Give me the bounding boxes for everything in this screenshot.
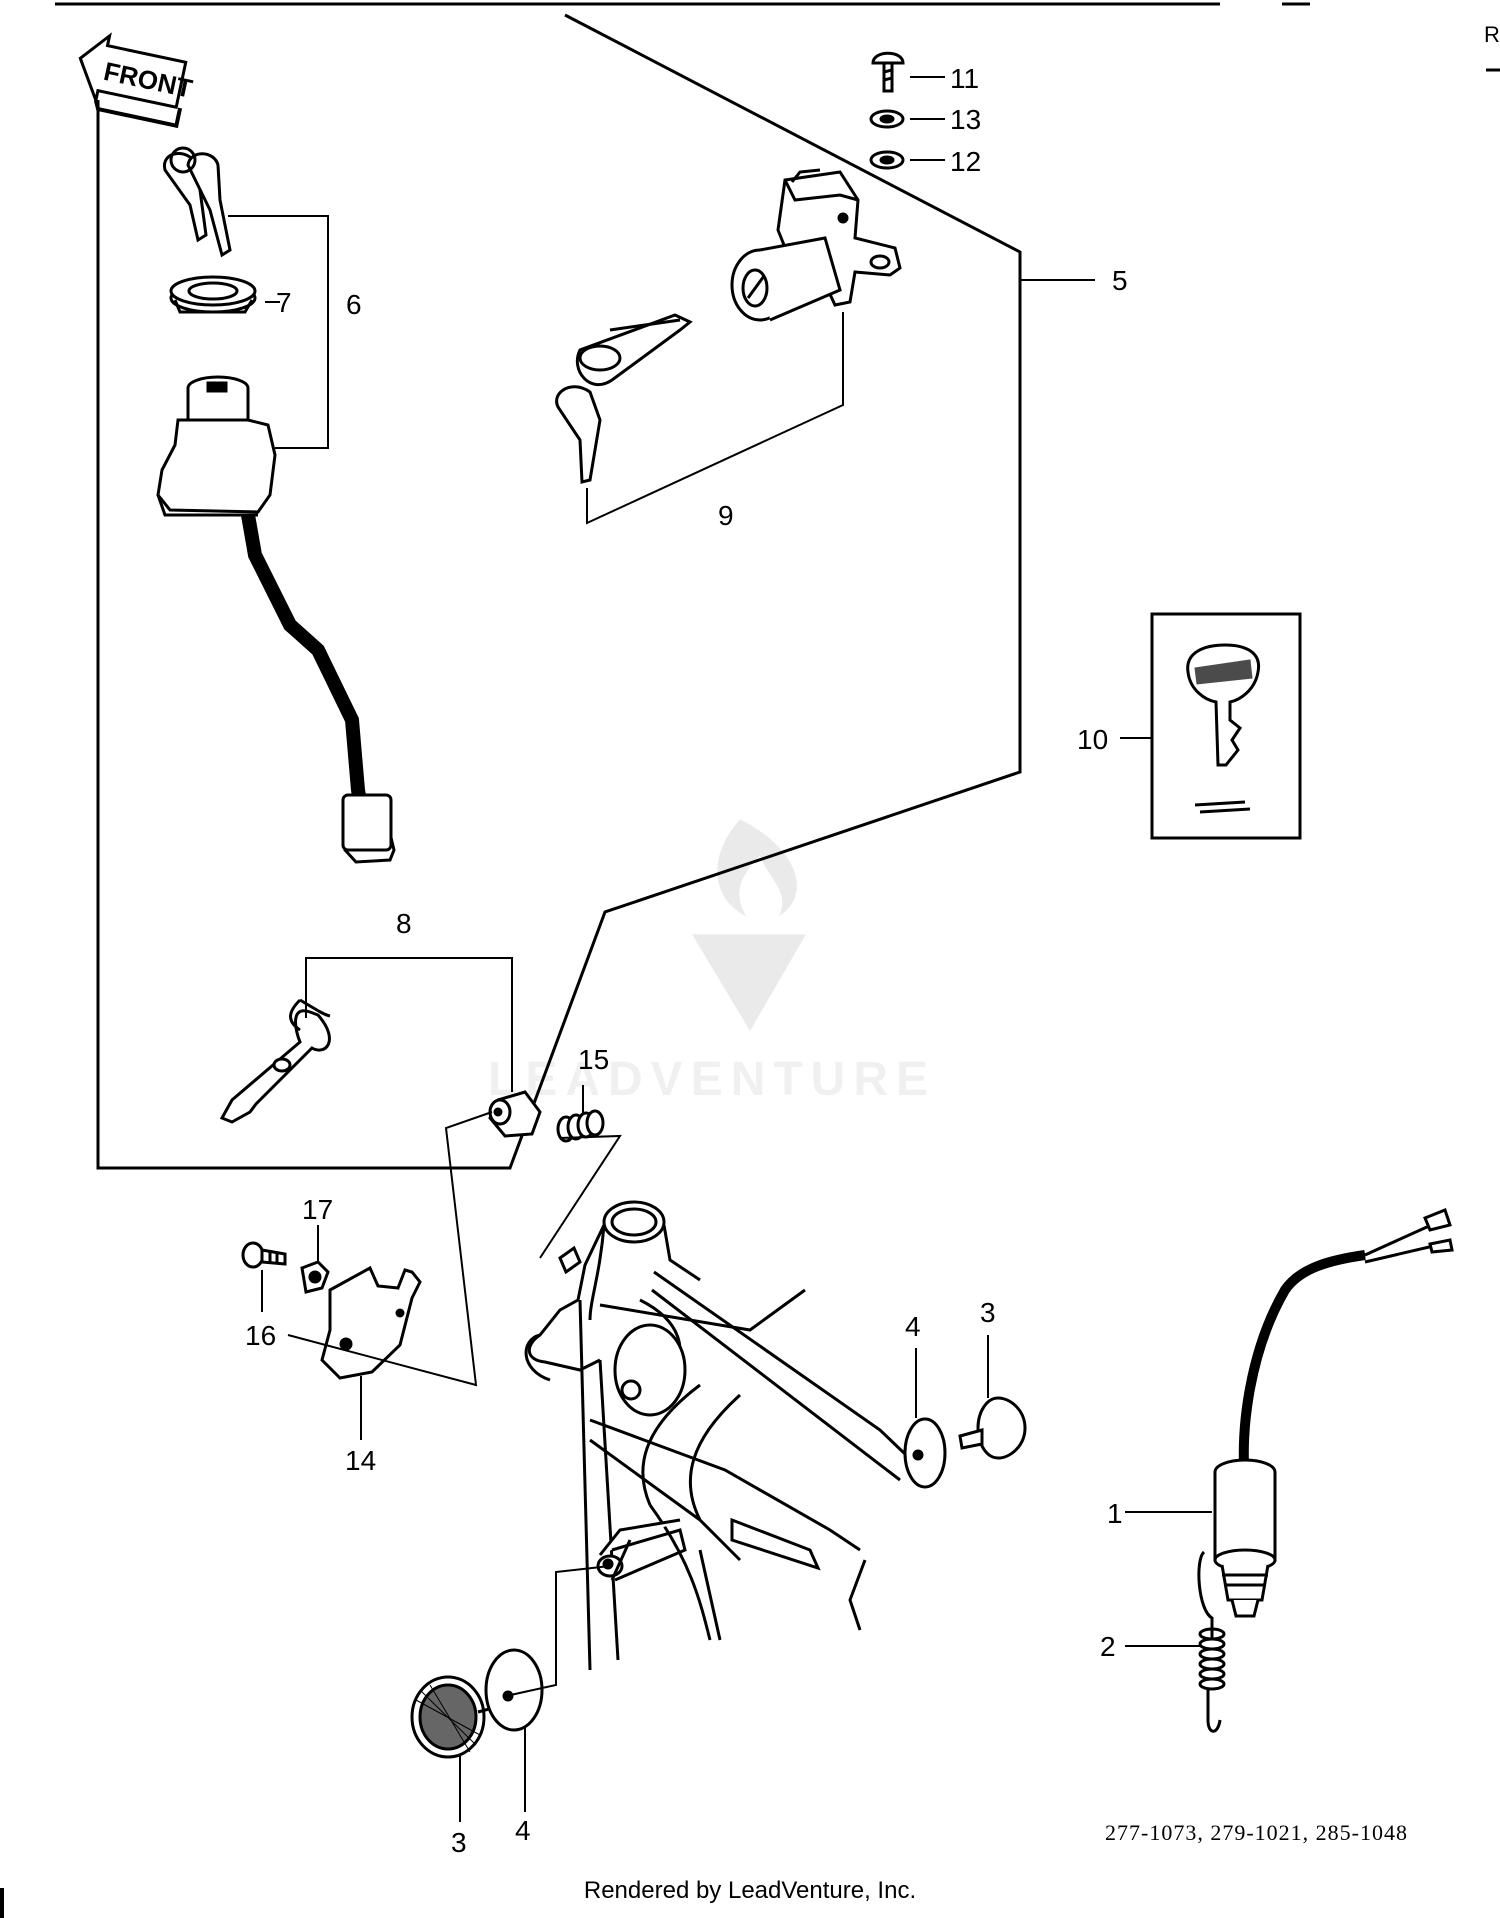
leader-lines: [261, 76, 1212, 1822]
brake-switch-1-drawing: [1197, 1208, 1454, 1640]
spring-2-drawing: [1198, 1627, 1226, 1733]
part-label-13: 13: [950, 104, 981, 135]
part-label-4-left: 4: [515, 1815, 531, 1846]
key-card: [1150, 612, 1302, 840]
washer-12-drawing: [869, 150, 905, 170]
seat-lock-cylinder-drawing: [488, 1090, 542, 1138]
ignition-keys-drawing: [163, 146, 232, 258]
part-label-5: 5: [1112, 265, 1128, 296]
watermark-logo: [692, 819, 806, 1031]
part-label-11: 11: [950, 63, 979, 94]
part-label-3-left: 3: [451, 1827, 467, 1858]
steering-lock-drawing: [730, 168, 902, 322]
part-label-12: 12: [950, 146, 981, 177]
reference-numbers: 277-1073, 279-1021, 285-1048: [1105, 1820, 1408, 1845]
cover-plate-14-drawing: [320, 1265, 422, 1380]
watermark-text: LEADVENTURE: [488, 1053, 937, 1106]
part-label-10: 10: [1077, 724, 1108, 755]
spring-15-drawing: [556, 1109, 605, 1143]
part-label-16: 16: [245, 1320, 276, 1351]
bracket-9: [586, 312, 844, 525]
reflector-washer-4-right: [903, 1417, 947, 1489]
reflector-washer-4-left: [484, 1565, 611, 1732]
part-label-4-right: 4: [905, 1311, 921, 1342]
ignition-switch-drawing: [156, 375, 396, 864]
left-edge-mark: [0, 1888, 4, 1918]
part-label-8: 8: [396, 908, 412, 939]
part-label-6: 6: [346, 289, 362, 320]
part-label-2: 2: [1100, 1631, 1116, 1662]
reflector-3-right: [958, 1396, 1027, 1460]
bolt-11-drawing: [871, 51, 905, 93]
reflector-3-left: [410, 1675, 501, 1759]
part-label-7: 7: [276, 287, 292, 318]
bracket-8: [305, 957, 513, 1092]
screw-16-drawing: [241, 1241, 287, 1269]
part-labels: 11 13 12 5 7 6 9 10 8 15 17 16 14 4 3 1 …: [245, 63, 1128, 1858]
part-label-15: 15: [578, 1044, 609, 1075]
part-label-14: 14: [345, 1445, 376, 1476]
bracket-6: [228, 215, 329, 449]
part-label-3-right: 3: [980, 1297, 996, 1328]
nut-17-drawing: [300, 1260, 330, 1294]
lock-keys-drawing: [555, 313, 693, 484]
seat-lock-key-drawing: [219, 998, 331, 1124]
mount-leaders: [287, 1111, 622, 1387]
part-label-17: 17: [302, 1194, 333, 1225]
assembly-outline: [96, 13, 1022, 1170]
part-label-1: 1: [1107, 1498, 1123, 1529]
top-border: [55, 2, 1500, 72]
part-label-9: 9: [718, 500, 734, 531]
front-arrow-icon: FRONT: [78, 32, 195, 129]
frame-drawing: [524, 1200, 932, 1671]
footer-credit: Rendered by LeadVenture, Inc.: [583, 1877, 917, 1904]
ignition-nut-drawing: [169, 275, 257, 314]
washer-13-drawing: [869, 109, 905, 129]
corner-mark: R: [1484, 22, 1500, 47]
